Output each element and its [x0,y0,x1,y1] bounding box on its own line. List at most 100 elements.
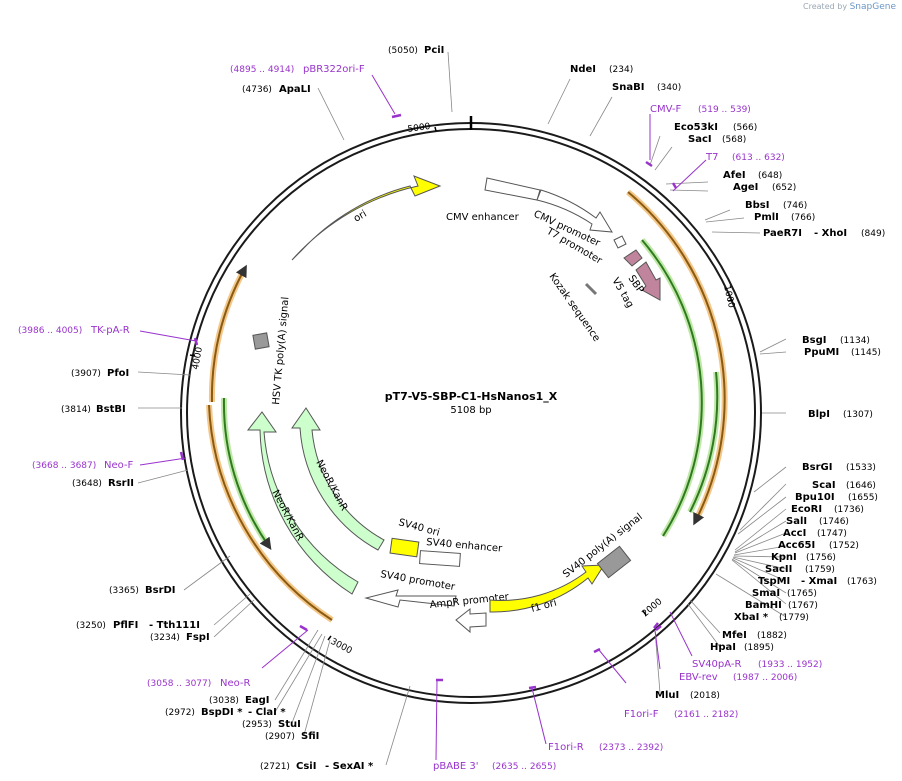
neor-outer-label: NeoR/KanR [269,488,305,543]
primer-labels: (4895 .. 4914) pBR322ori-F CMV-F (519 ..… [18,64,822,772]
enzyme-acci-pos: (1747) [817,529,847,539]
enzyme-eagi-pos: (3038) [209,696,239,706]
orf-green-right [641,239,703,537]
sv40-promoter-feature[interactable] [364,589,457,608]
ori-feature[interactable] [291,175,442,261]
primer-leader-lines [139,74,707,761]
primer-t7-range: (613 .. 632) [732,153,785,163]
kozak-feature[interactable] [584,282,598,296]
ampr-promoter-feature[interactable] [455,607,487,634]
enzyme-bspdi-pos: (2972) [165,708,195,718]
enzyme-ndei-pos: (234) [609,65,633,75]
sv40-ori-feature[interactable] [389,537,420,558]
enzyme-csii-pos: (2721) [260,762,290,772]
enzyme-afei: AfeI [723,170,746,181]
primer-tk-pa-r: TK-pA-R [90,325,130,336]
enzyme-sali: SalI [786,516,807,527]
enzyme-smai: SmaI [752,588,780,599]
enzyme-bspdi: BspDI * [201,707,243,718]
enzyme-tspmi: TspMI [758,576,790,587]
enzyme-xmai-pos: (1763) [847,577,877,587]
sv40-ori-label: SV40 ori [397,517,441,539]
orf-green-left [222,397,272,550]
tick-mark-5000 [434,126,437,132]
enzyme-mlui-pos: (2018) [690,691,720,701]
primer-pbabe3-range: (2635 .. 2655) [492,762,556,772]
enzyme-stui: StuI [278,719,301,730]
enzyme-csii: CsiI [296,761,316,772]
plasmid-length: 5108 bp [450,405,491,416]
orf-arc-left-top [210,264,247,403]
enzyme-pfoi: PfoI [107,368,129,379]
v5-tag-feature[interactable] [623,249,643,267]
enzyme-pfoi-pos: (3907) [71,369,101,379]
enzyme-tth111i: - Tth111I [149,620,200,631]
snapgene-watermark: Created by SnapGene [803,2,896,12]
enzyme-agei-pos: (652) [772,183,796,193]
enzyme-scai: ScaI [812,480,836,491]
tick-4000: 4000 [191,346,205,371]
enzyme-sacii: SacII [765,564,792,575]
tick-3000: 3000 [329,637,354,657]
enzyme-hpai: HpaI [710,642,736,653]
enzyme-saci-pos: (568) [722,135,746,145]
neor-kanr-inner-feature[interactable] [291,407,385,551]
sbp-feature[interactable] [635,261,661,301]
enzyme-bamhi: BamHI [745,600,782,611]
ori-label: ori [352,209,369,225]
enzyme-saci: SacI [688,134,712,145]
enzyme-xbai: XbaI * [734,612,769,623]
enzyme-mlui: MluI [655,690,679,701]
sv40-enhancer-feature[interactable] [419,550,461,567]
enzyme-sali-pos: (1746) [819,517,849,527]
primer-neo-f-range: (3668 .. 3687) [32,461,96,471]
enzyme-ppumi-pos: (1145) [851,348,881,358]
neor-kanr-outer-feature[interactable] [246,411,359,595]
enzyme-afei-pos: (648) [758,171,782,181]
enzyme-xbai-pos: (1779) [779,613,809,623]
enzyme-bsgi-pos: (1134) [840,336,870,346]
enzyme-ecori: EcoRI [791,504,822,515]
enzyme-bsrgi-pos: (1533) [846,463,876,473]
enzyme-sexai: - SexAI * [325,761,374,772]
enzyme-snabi-pos: (340) [657,83,681,93]
enzyme-apali-pos: (4736) [242,85,272,95]
primer-pbabe3: pBABE 3' [433,761,479,772]
enzyme-paer7i: PaeR7I [763,228,802,239]
enzyme-pcii-pos: (5050) [388,46,418,56]
enzyme-pmli: PmlI [754,212,779,223]
cmv-enhancer-feature[interactable] [484,177,541,201]
primer-cmv-f: CMV-F [650,104,681,115]
primer-f1ori-f-range: (2161 .. 2182) [674,710,738,720]
primer-f1ori-r-range: (2373 .. 2392) [599,743,663,753]
enzyme-bpu10i-pos: (1655) [848,493,878,503]
enzyme-snabi: SnaBI [612,82,644,93]
f1-ori-feature[interactable] [489,564,605,613]
primer-cmv-f-range: (519 .. 539) [698,105,751,115]
enzyme-smai-pos: (1765) [787,589,817,599]
cmv-enhancer-label: CMV enhancer [446,212,520,223]
sv40-polya-feature[interactable] [596,545,632,579]
primer-t7: T7 [705,152,718,163]
kozak-label: Kozak sequence [547,271,602,343]
enzyme-ndei: NdeI [570,64,596,75]
enzyme-bsrgi: BsrGI [802,462,832,473]
enzyme-sfii-pos: (2907) [265,732,295,742]
enzyme-pflfi: PflFI [113,620,138,631]
tick-mark-4000 [189,354,196,357]
t7-promoter-feature[interactable] [613,235,627,249]
primer-f1ori-f: F1ori-F [624,709,659,720]
enzyme-pflfi-pos: (3250) [76,621,106,631]
cmv-promoter-feature[interactable] [536,189,613,233]
enzyme-mfei-pos: (1882) [757,631,787,641]
primer-markers [179,113,678,690]
enzyme-bsrdi-pos: (3365) [109,586,139,596]
enzyme-mfei: MfeI [722,630,747,641]
enzyme-kpni-pos: (1756) [806,553,836,563]
enzyme-ppumi: PpuMI [804,347,839,358]
enzyme-acci: AccI [783,528,806,539]
watermark-prefix: Created by [803,2,848,11]
tick-mark-2000 [642,610,647,616]
hsv-tk-polya-feature[interactable] [252,332,270,350]
